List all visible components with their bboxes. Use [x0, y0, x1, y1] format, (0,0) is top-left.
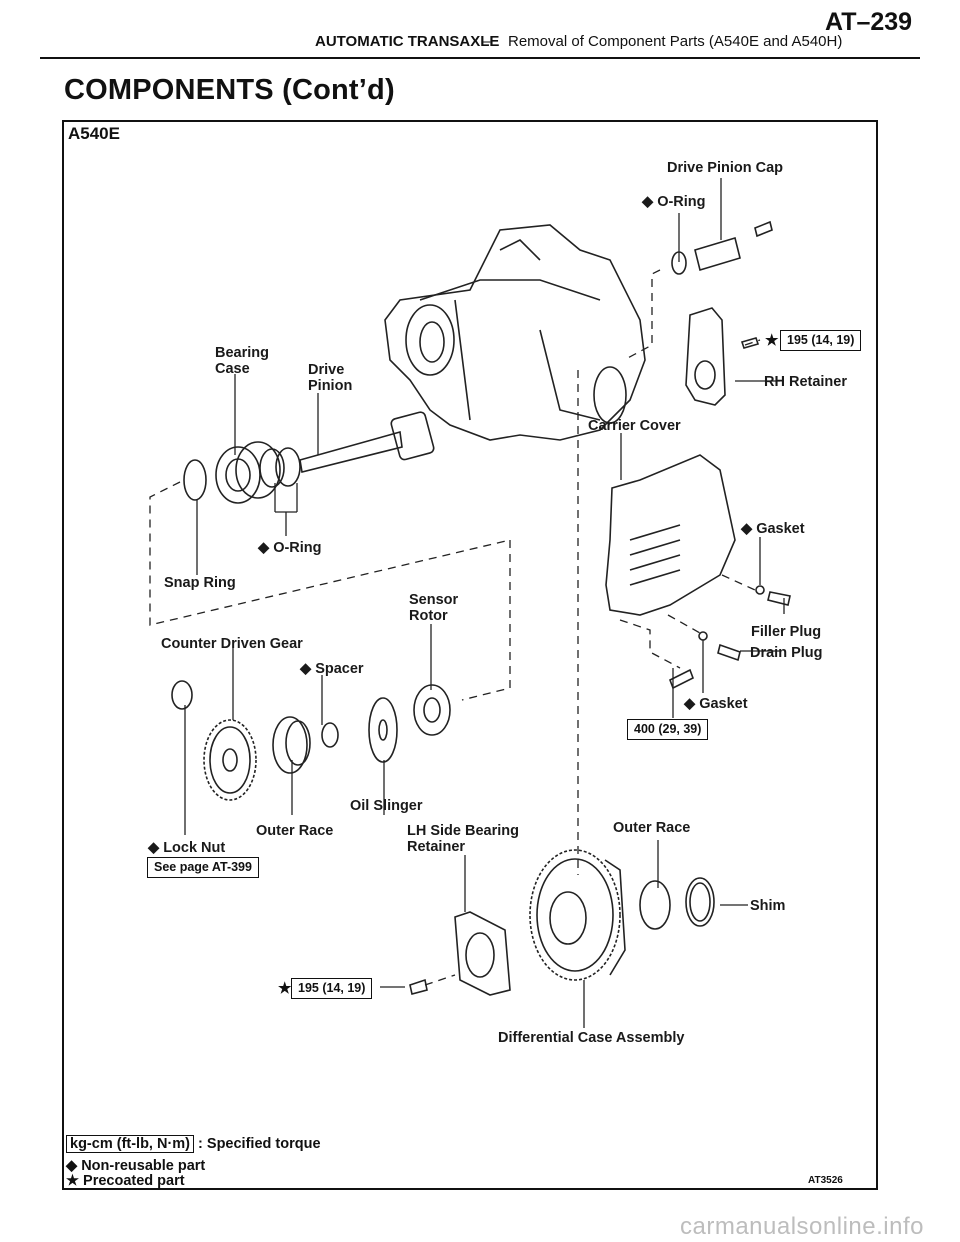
torque-box-carrier-cover: 400 (29, 39) [627, 719, 709, 740]
label-drive-pinion-cap: Drive Pinion Cap [667, 160, 784, 176]
reference-box-lock-nut: See page AT-399 [147, 857, 259, 878]
label-oil-slinger: Oil Slinger [350, 798, 423, 814]
label-outer-race-left: Outer Race [256, 823, 334, 839]
label-gasket-lower: ◆ Gasket [684, 696, 748, 712]
rh-retainer-shape [685, 307, 760, 406]
header-rule [40, 57, 920, 59]
non-reusable-icon: ◆ [148, 840, 160, 856]
legend-torque-unit: kg-cm (ft-lb, N·m) [66, 1135, 195, 1153]
carrier-cover-shape [605, 454, 791, 690]
legend-torque-desc: : Specified torque [198, 1136, 321, 1152]
legend-non-reusable: ◆ Non-reusable part [66, 1158, 206, 1174]
watermark: carmanualsonline.info [680, 1213, 924, 1240]
precoated-icon: ★ [765, 332, 779, 349]
leader-lines [184, 178, 785, 1028]
non-reusable-icon: ◆ [66, 1158, 78, 1174]
label-snap-ring: Snap Ring [164, 575, 236, 591]
label-o-ring-top: ◆ O-Ring [642, 194, 706, 210]
torque-box-rh-retainer: 195 (14, 19) [780, 330, 862, 351]
label-carrier-cover: Carrier Cover [588, 418, 681, 434]
non-reusable-icon: ◆ [741, 521, 753, 537]
non-reusable-icon: ◆ [642, 194, 654, 210]
label-counter-driven-gear: Counter Driven Gear [161, 636, 303, 652]
gear-group-shapes [171, 680, 451, 801]
precoated-icon: ★ [278, 980, 292, 997]
precoated-icon: ★ [66, 1173, 79, 1189]
non-reusable-icon: ◆ [684, 696, 696, 712]
ring-parts [183, 441, 301, 504]
label-o-ring-mid: ◆ O-Ring [258, 540, 322, 556]
page-title: COMPONENTS (Cont’d) [64, 74, 395, 106]
legend-precoated: ★ Precoated part [66, 1173, 185, 1189]
page-number: AT–239 [825, 8, 913, 36]
dashed-paths [149, 269, 761, 986]
legend-torque: kg-cm (ft-lb, N·m) : Specified torque [66, 1135, 321, 1153]
label-differential-case-assembly: Differential Case Assembly [498, 1030, 685, 1046]
label-lock-nut: ◆ Lock Nut [148, 840, 226, 856]
label-gasket-upper: ◆ Gasket [741, 521, 805, 537]
torque-box-lh-retainer: 195 (14, 19) [291, 978, 373, 999]
figure-code: AT3526 [808, 1175, 843, 1186]
header-section: AUTOMATIC TRANSAXLE [315, 33, 500, 50]
label-spacer: ◆ Spacer [300, 661, 364, 677]
lh-retainer-shape [409, 911, 511, 996]
pinion-cap-shape [671, 220, 773, 275]
label-filler-plug: Filler Plug [751, 624, 822, 640]
label-rh-retainer: RH Retainer [764, 374, 847, 390]
model-label: A540E [68, 124, 120, 143]
label-drain-plug: Drain Plug [750, 645, 823, 661]
header-subtitle: Removal of Component Parts (A540E and A5… [508, 33, 843, 50]
header-separator: – [482, 33, 491, 50]
drive-pinion-shape [299, 411, 435, 473]
label-shim: Shim [750, 898, 786, 914]
label-outer-race-right: Outer Race [613, 820, 691, 836]
transaxle-case [384, 224, 646, 441]
diagram-frame [62, 120, 878, 1190]
non-reusable-icon: ◆ [258, 540, 270, 556]
non-reusable-icon: ◆ [300, 661, 312, 677]
differential-shape [529, 849, 715, 981]
